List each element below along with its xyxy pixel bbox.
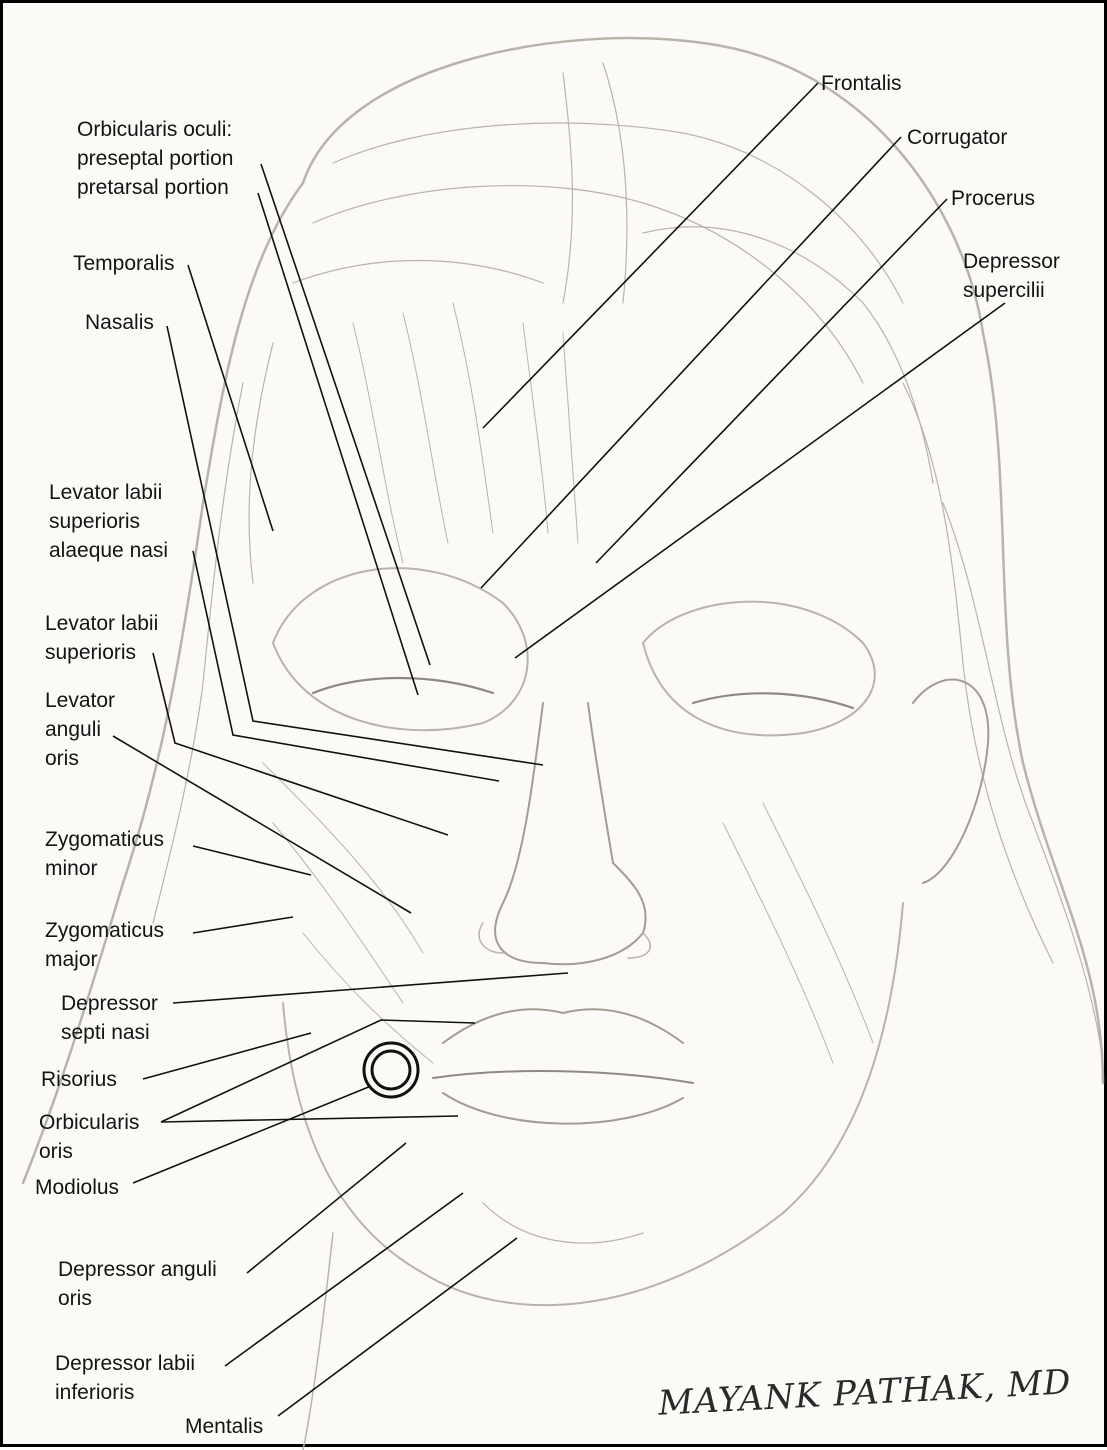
leader-orbicularis-oculi-preseptal: [261, 164, 430, 665]
right-ear: [913, 680, 988, 883]
leader-orbicularis-oris-upper: [161, 1020, 475, 1122]
leader-orbicularis-oris-lower: [161, 1116, 458, 1122]
label-levator-labii-superioris-alaeque-nasi: Levator labii superioris alaeque nasi: [49, 478, 168, 565]
label-levator-labii-superioris: Levator labii superioris: [45, 609, 158, 667]
upper-lip: [443, 1009, 683, 1043]
label-corrugator: Corrugator: [907, 123, 1007, 152]
leader-depressor-anguli-oris: [247, 1143, 406, 1273]
left-eyelid: [313, 678, 493, 693]
label-depressor-supercilii: Depressor supercilii: [963, 247, 1060, 305]
label-modiolus: Modiolus: [35, 1173, 119, 1202]
label-frontalis: Frontalis: [821, 69, 902, 98]
leader-zygomaticus-major: [193, 917, 293, 933]
leader-depressor-supercilii: [515, 303, 1005, 658]
jaw-left: [283, 1003, 423, 1273]
nose: [495, 703, 646, 964]
label-mentalis: Mentalis: [185, 1412, 263, 1441]
label-nasalis: Nasalis: [85, 308, 154, 337]
label-zygomaticus-major: Zygomaticus major: [45, 916, 164, 974]
label-orbicularis-oris: Orbicularis oris: [39, 1108, 139, 1166]
leader-procerus: [596, 199, 947, 563]
lower-lip: [443, 1093, 683, 1124]
leader-lines: [113, 83, 1005, 1416]
right-eyelid: [693, 693, 853, 708]
leader-levator-labii-alaeque: [193, 551, 499, 781]
facial-muscles-drawing: [3, 3, 1107, 1450]
label-risorius: Risorius: [41, 1065, 117, 1094]
leader-temporalis: [188, 265, 273, 531]
label-depressor-anguli-oris: Depressor anguli oris: [58, 1255, 217, 1313]
leader-depressor-labii-inferioris: [225, 1193, 463, 1366]
leader-depressor-septi-nasi: [173, 973, 568, 1003]
label-zygomaticus-minor: Zygomaticus minor: [45, 825, 164, 883]
leader-corrugator: [481, 137, 901, 588]
label-temporalis: Temporalis: [73, 249, 175, 278]
label-depressor-septi-nasi: Depressor septi nasi: [61, 989, 158, 1047]
face-sketch: [23, 38, 1103, 1450]
leader-zygomaticus-minor: [193, 846, 311, 875]
lip-line: [433, 1071, 693, 1083]
label-orbicularis-oculi: Orbicularis oculi: preseptal portion pre…: [77, 115, 233, 202]
leader-frontalis: [483, 83, 818, 428]
leader-risorius: [143, 1033, 311, 1079]
chin: [423, 1213, 783, 1305]
leader-modiolus: [133, 1086, 371, 1183]
left-eye-orbit: [273, 568, 528, 730]
label-depressor-labii-inferioris: Depressor labii inferioris: [55, 1349, 195, 1407]
leader-mentalis: [278, 1238, 517, 1416]
label-procerus: Procerus: [951, 184, 1035, 213]
right-eye-orbit: [643, 602, 875, 736]
label-levator-anguli-oris: Levator anguli oris: [45, 686, 115, 773]
modiolus-marker: [364, 1043, 418, 1097]
jaw-right: [783, 903, 903, 1213]
leader-orbicularis-oculi-pretarsal: [258, 193, 418, 695]
